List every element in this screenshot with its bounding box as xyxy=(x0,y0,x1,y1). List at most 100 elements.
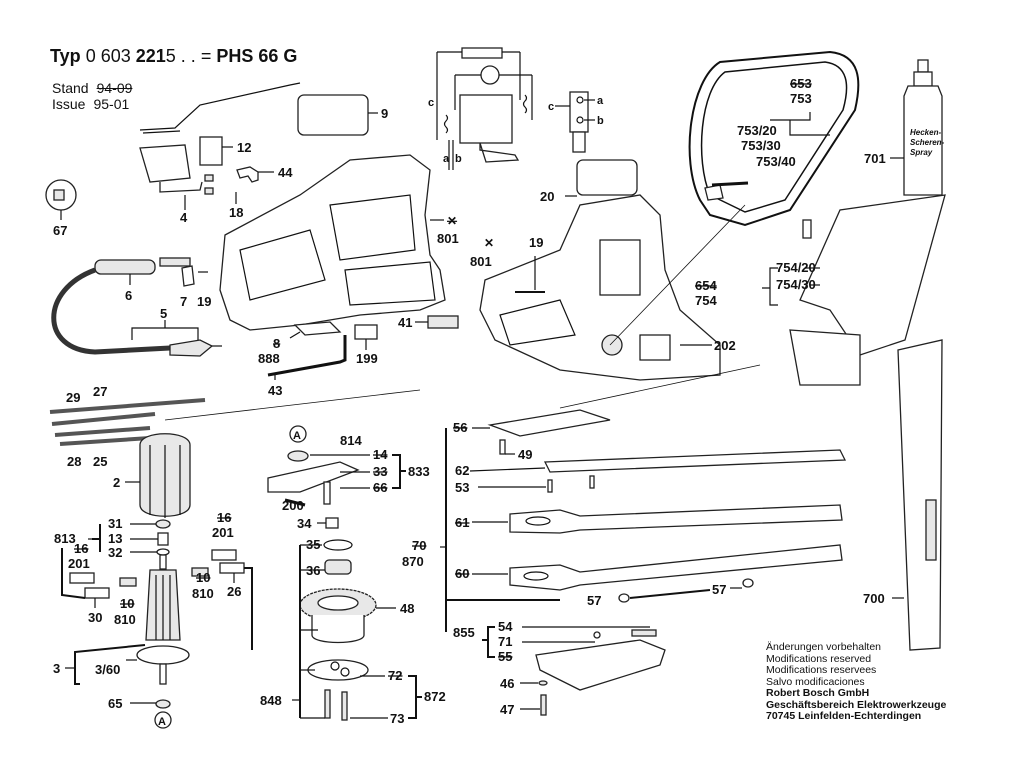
typ-number: 0 603 xyxy=(85,46,131,66)
callout-70-old: 70 xyxy=(412,538,426,553)
callout-13: 13 xyxy=(108,531,122,546)
note-line-en: Modifications reserved xyxy=(766,652,872,665)
connecting-lever xyxy=(267,461,360,493)
callout-19a: 19 xyxy=(197,294,211,309)
blade-sheath xyxy=(897,339,943,651)
rods xyxy=(49,398,206,446)
issue-label: Issue xyxy=(52,96,86,112)
title-line: Typ 0 603 2215 . . = PHS 66 G xyxy=(50,46,297,67)
callout-25: 25 xyxy=(93,454,107,469)
callout-202: 202 xyxy=(714,338,736,353)
callout-41: 41 xyxy=(398,315,412,330)
callout-16b-old: 16 xyxy=(217,510,231,525)
callout-47: 47 xyxy=(500,702,514,717)
handle-bow xyxy=(688,50,860,227)
notes-block: Änderungen vorbehalten Modifications res… xyxy=(766,641,946,723)
callout-28: 28 xyxy=(67,454,81,469)
callout-55-old: 55 xyxy=(498,649,512,664)
callout-199: 199 xyxy=(356,351,378,366)
upper-blade xyxy=(509,504,843,534)
callout-35: 35 xyxy=(306,537,320,552)
issue-value: 95-01 xyxy=(93,96,130,112)
callout-30: 30 xyxy=(88,610,102,625)
callout-3: 3 xyxy=(53,661,60,676)
callout-833: 833 xyxy=(408,464,430,479)
callout-855: 855 xyxy=(453,625,475,640)
callout-60-old: 60 xyxy=(455,566,469,581)
callout-801b: 801 xyxy=(470,254,492,269)
callout-9: 9 xyxy=(381,106,388,121)
callout-12: 12 xyxy=(237,140,251,155)
ref-a-bottom: A xyxy=(158,716,166,728)
hand-guard xyxy=(789,194,946,386)
callout-5: 5 xyxy=(160,306,167,321)
callout-26: 26 xyxy=(227,584,241,599)
wire-label-b: b xyxy=(455,153,462,165)
callout-7: 7 xyxy=(180,294,187,309)
base-plate xyxy=(535,639,666,691)
callout-72-old: 72 xyxy=(388,668,402,683)
callout-34: 34 xyxy=(297,516,312,531)
callout-872: 872 xyxy=(424,689,446,704)
callout-753-40: 753/40 xyxy=(756,154,796,169)
callout-36: 36 xyxy=(306,563,320,578)
typ-label: Typ xyxy=(50,46,81,66)
issue-row: Issue 95-01 xyxy=(52,96,129,112)
callout-31: 31 xyxy=(108,516,122,531)
spray-bottle: Hecken- Scheren- Spray xyxy=(903,59,945,196)
spray-label-2: Scheren- xyxy=(910,138,945,147)
callout-801a-old: ✕ xyxy=(447,214,457,228)
callout-10a-old: 10 xyxy=(120,596,134,611)
callout-8-old: 8 xyxy=(273,336,280,351)
company-name: Robert Bosch GmbH xyxy=(766,687,870,699)
company-address: 70745 Leinfelden-Echterdingen xyxy=(766,710,922,722)
callout-56-old: 56 xyxy=(453,420,467,435)
callout-57a: 57 xyxy=(587,593,601,608)
switch-assembly xyxy=(45,82,301,211)
callout-71: 71 xyxy=(498,634,512,649)
callout-201b: 201 xyxy=(212,525,234,540)
spray-label-3: Spray xyxy=(910,148,933,157)
callout-753-30: 753/30 xyxy=(741,138,781,153)
callout-700: 700 xyxy=(863,591,885,606)
callout-27: 27 xyxy=(93,384,107,399)
callout-810b: 810 xyxy=(192,586,214,601)
callout-43: 43 xyxy=(268,383,282,398)
wire-label-c: c xyxy=(428,97,434,109)
callout-200: 200 xyxy=(282,498,304,513)
wire-label-a: a xyxy=(443,153,450,165)
callout-57b: 57 xyxy=(712,582,726,597)
callout-701: 701 xyxy=(864,151,886,166)
callout-54: 54 xyxy=(498,619,513,634)
callout-44: 44 xyxy=(278,165,293,180)
callout-65: 65 xyxy=(108,696,122,711)
switch-label-b: b xyxy=(597,115,604,127)
callout-67: 67 xyxy=(53,223,67,238)
callout-814: 814 xyxy=(340,433,362,448)
ref-a-circle-top xyxy=(289,425,307,443)
armature xyxy=(136,554,190,709)
stand-value: 94-09 xyxy=(96,80,133,96)
wiring-diagram: c a b c a b xyxy=(428,47,604,170)
callout-754: 754 xyxy=(695,293,717,308)
blade-guide-bar xyxy=(543,449,847,473)
callout-73: 73 xyxy=(390,711,404,726)
label-plate-9 xyxy=(297,94,369,136)
callout-14-old: 14 xyxy=(373,447,388,462)
callout-20: 20 xyxy=(540,189,554,204)
callout-810a: 810 xyxy=(114,612,136,627)
callout-32: 32 xyxy=(108,545,122,560)
callout-49: 49 xyxy=(518,447,532,462)
power-cable xyxy=(51,257,222,357)
callout-29: 29 xyxy=(66,390,80,405)
equals-sign: = xyxy=(200,46,212,66)
callout-4: 4 xyxy=(180,210,188,225)
ref-a-circle-bottom xyxy=(154,711,172,729)
callout-53: 53 xyxy=(455,480,469,495)
spray-label-1: Hecken- xyxy=(910,128,941,137)
housing-right xyxy=(479,194,721,381)
callout-10b-old: 10 xyxy=(196,570,210,585)
stator xyxy=(139,433,191,518)
